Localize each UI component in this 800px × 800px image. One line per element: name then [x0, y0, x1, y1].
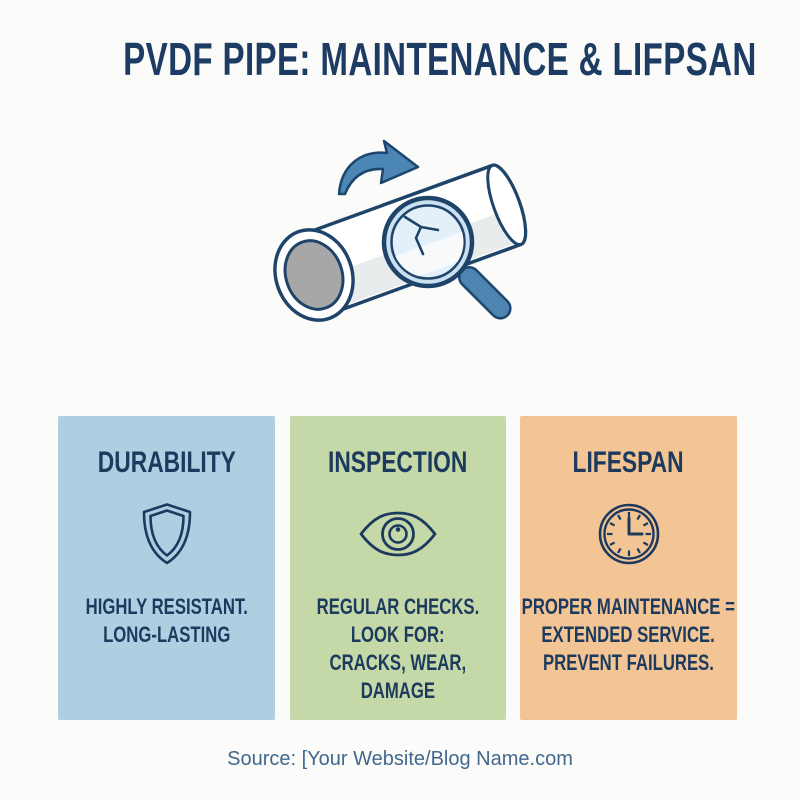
- shield-icon: [139, 498, 195, 570]
- source-attribution: Source: [Your Website/Blog Name.com: [227, 748, 573, 770]
- card-lifespan-text: PROPER MAINTENANCE = EXTENDED SERVICE. P…: [521, 594, 736, 675]
- eye-icon: [357, 498, 439, 570]
- card-durability-title: DURABILITY: [97, 446, 236, 479]
- page-title: PVDF PIPE: MAINTENANCE & LIFPSAN: [0, 30, 800, 100]
- crack-mark: [403, 215, 440, 256]
- card-inspection-text: REGULAR CHECKS. LOOK FOR: CRACKS, WEAR, …: [316, 594, 480, 703]
- page-title-text: PVDF PIPE: MAINTENANCE & LIFPSAN: [123, 33, 757, 85]
- clock-icon: [596, 498, 662, 570]
- pipe-opening: [283, 239, 345, 311]
- pipe-end-cap: [486, 163, 527, 247]
- pipe-illustration-svg: [273, 139, 528, 322]
- card-lifespan-title: LIFESPAN: [572, 446, 685, 479]
- card-lifespan: LIFESPAN PROPER MAINTENANCE = EXTENDED S…: [520, 416, 737, 720]
- pipe-inspection-illustration: [255, 128, 545, 353]
- magnifier-handle: [457, 265, 512, 320]
- card-durability: DURABILITY HIGHLY RESISTANT. LONG-LASTIN…: [58, 416, 275, 720]
- card-durability-text: HIGHLY RESISTANT. LONG-LASTING: [85, 594, 248, 647]
- card-inspection-title: INSPECTION: [328, 446, 468, 479]
- rotation-arrow-icon: [337, 139, 420, 196]
- card-inspection: INSPECTION REGULAR CHECKS. LOOK FOR: CRA…: [290, 416, 506, 720]
- magnifying-glass-icon: [381, 195, 512, 320]
